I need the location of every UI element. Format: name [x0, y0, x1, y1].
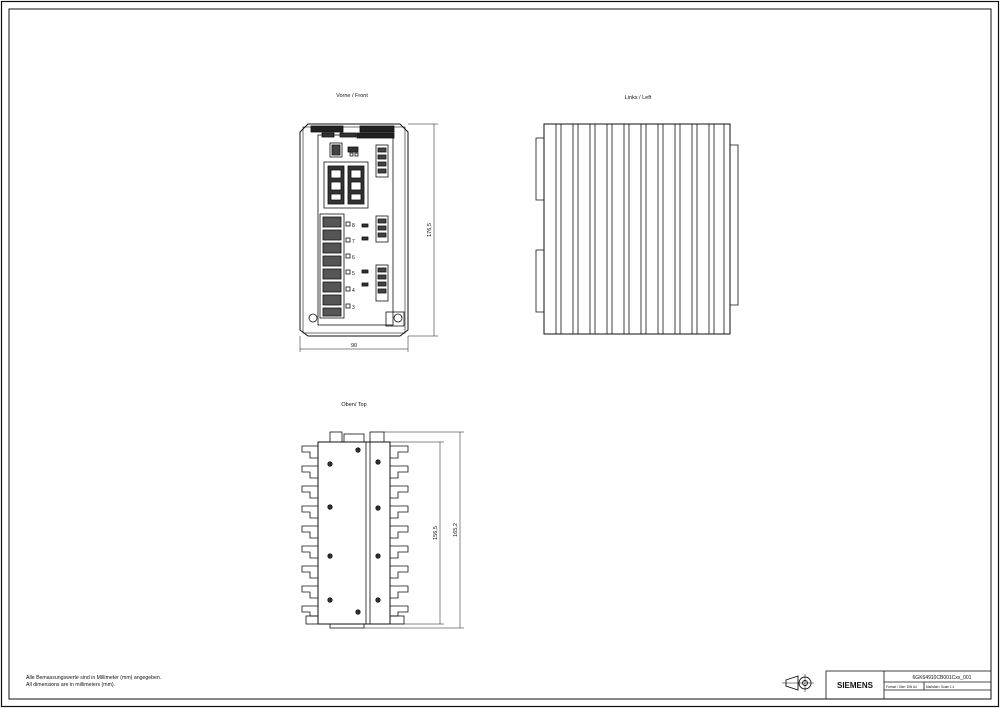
drawing-number: 6GK64910CB001Cxx_001: [913, 675, 972, 681]
units-note-german: Alle Bemassungswerte sind in Millimeter …: [26, 675, 162, 681]
top-depth-dimension-1: 156,5: [433, 526, 439, 540]
svg-text:8: 8: [352, 223, 355, 229]
projection-symbol-icon: [782, 674, 814, 692]
svg-text:3: 3: [352, 305, 355, 311]
svg-text:6: 6: [352, 255, 355, 261]
left-view-title: Links / Left: [625, 95, 652, 101]
left-view: Links / Left: [535, 95, 739, 335]
title-block: [825, 670, 992, 700]
front-height-dimension: 176,5: [427, 223, 433, 237]
top-view: Oben/ Top: [301, 402, 464, 629]
svg-text:4: 4: [352, 288, 355, 294]
front-port-numbers: 8 7 6 5 4 3: [352, 223, 355, 311]
inner-frame: [8, 8, 992, 700]
brand-logo: SIEMENS: [837, 681, 874, 690]
svg-text:5: 5: [352, 271, 355, 277]
svg-text:7: 7: [352, 239, 355, 245]
scale-label: Maßstab / Scale 1:1: [926, 685, 955, 689]
format-label: Format / Size: DIN A4: [886, 685, 917, 689]
top-depth-dimension-2: 165,2: [453, 523, 459, 537]
front-width-dimension: 90: [351, 343, 357, 349]
units-note-english: All dimensions are in millimeters (mm).: [26, 682, 116, 688]
front-view: Vorne / Front: [299, 93, 438, 352]
front-view-title: Vorne / Front: [336, 93, 368, 99]
top-view-title: Oben/ Top: [341, 402, 366, 408]
